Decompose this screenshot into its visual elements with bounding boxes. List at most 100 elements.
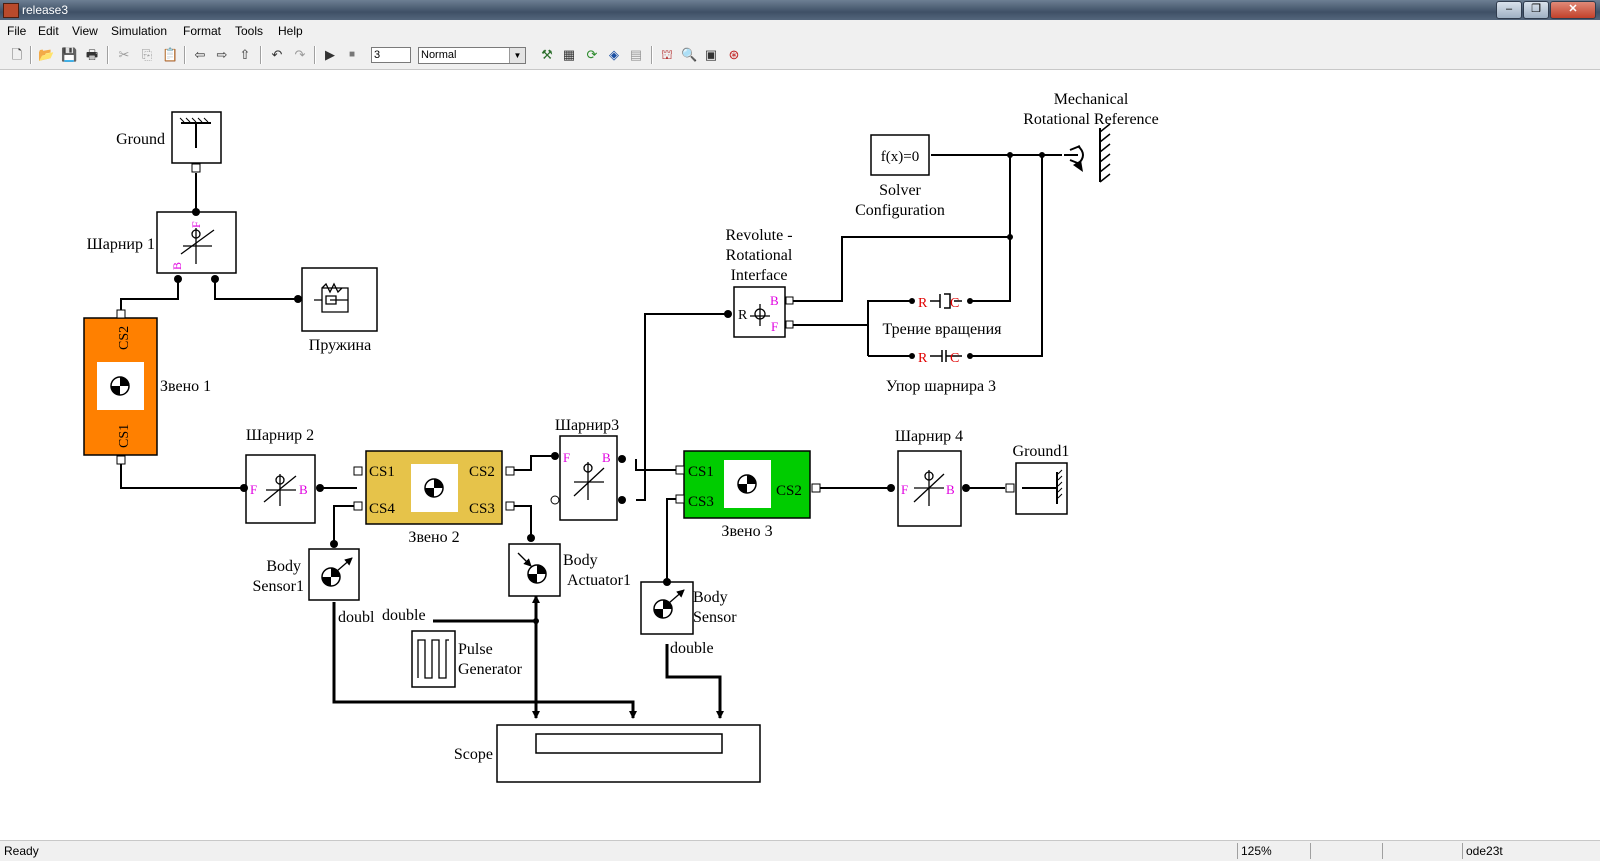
body-sensor-label-line1: Body [693, 589, 728, 606]
revolute-label-line3: Interface [731, 267, 788, 284]
hinge1-port-b: B [170, 262, 184, 270]
hard-stop-label: Упор шарнира 3 [886, 378, 996, 395]
mech-rotational-reference-block[interactable] [1064, 123, 1111, 183]
cut-icon[interactable]: ✂ [118, 47, 130, 62]
menu-edit[interactable]: Edit [38, 24, 59, 38]
solver-name: ode23t [1462, 843, 1596, 859]
hinge1-block[interactable] [156, 208, 237, 283]
scope-block[interactable] [496, 724, 761, 783]
body-sensor-block[interactable] [640, 578, 694, 635]
friction-port-c: C [950, 296, 959, 311]
link3-port-cs2: CS2 [776, 483, 802, 499]
signal-double-b: double [382, 607, 426, 624]
menu-help[interactable]: Help [278, 24, 303, 38]
model-canvas[interactable]: Ground Шарнир 1 B F Пружина CS2 CS1 Звен… [0, 70, 1600, 840]
close-button[interactable]: ✕ [1550, 1, 1596, 19]
hinge1-label: Шарнир 1 [87, 236, 155, 253]
link2-block[interactable] [353, 450, 515, 525]
link2-label: Звено 2 [408, 529, 459, 546]
back-arrow-icon[interactable]: ⇦ [194, 47, 206, 62]
body-actuator1-block[interactable] [508, 534, 561, 597]
revolute-port-b: B [770, 293, 779, 308]
minimize-button[interactable]: – [1496, 1, 1522, 19]
model-advisor-icon[interactable]: ▣ [704, 47, 718, 62]
hinge2-block[interactable] [240, 454, 324, 524]
menu-format[interactable]: Format [183, 24, 222, 38]
link3-port-cs3: CS3 [688, 494, 714, 510]
model-explorer-icon[interactable]: 🔍 [681, 47, 698, 62]
rotational-friction-block[interactable] [909, 293, 973, 310]
hinge1-port-f: F [189, 221, 203, 228]
signal-double-a: doubl [338, 609, 375, 626]
menu-tools[interactable]: Tools [235, 24, 264, 38]
link3-block[interactable] [675, 450, 821, 519]
undo-icon[interactable]: ↶ [271, 47, 283, 62]
revolute-rotational-interface-block[interactable] [724, 286, 794, 338]
ground1-block[interactable] [1005, 462, 1068, 515]
pulse-generator-block[interactable] [411, 630, 456, 688]
hinge3-label: Шарнир3 [555, 417, 619, 434]
simulation-mode-select[interactable]: Normal ▼ [418, 47, 526, 64]
revolute-label-line2: Rotational [726, 247, 793, 264]
toolbar-separator [314, 46, 316, 64]
menu-view[interactable]: View [72, 24, 98, 38]
redo-icon[interactable]: ↷ [294, 47, 306, 62]
menu-file[interactable]: File [7, 24, 27, 38]
hinge4-block[interactable] [887, 450, 970, 527]
chevron-down-icon[interactable]: ▼ [509, 48, 525, 63]
hinge4-port-f: F [901, 482, 908, 497]
open-folder-icon[interactable]: 📂 [38, 47, 55, 62]
help-target-icon[interactable]: ⊛ [728, 47, 740, 62]
hinge2-port-f: F [250, 482, 257, 497]
hinge3-block[interactable] [550, 435, 626, 521]
friction-port-r: R [918, 296, 928, 311]
friction-label: Трение вращения [882, 321, 1002, 338]
signal-lines [332, 595, 724, 719]
toolbar-separator [107, 46, 109, 64]
library-browser-icon[interactable]: ⛫ [661, 47, 673, 62]
paste-icon[interactable]: 📋 [162, 47, 179, 62]
spring-label: Пружина [309, 337, 371, 354]
forward-arrow-icon[interactable]: ⇨ [216, 47, 228, 62]
up-arrow-icon[interactable]: ⇧ [239, 47, 251, 62]
link2-port-cs3: CS3 [469, 501, 495, 517]
link3-port-cs1: CS1 [688, 464, 714, 480]
solver-configuration-block[interactable] [870, 134, 930, 176]
hinge3-hard-stop-block[interactable] [909, 348, 973, 364]
link1-block[interactable] [83, 309, 158, 465]
pulse-generator-label-line2: Generator [458, 661, 523, 678]
status-cell-empty-2 [1382, 843, 1462, 859]
print-icon[interactable]: 🖶 [85, 47, 99, 62]
revolute-port-r: R [738, 308, 748, 323]
new-file-icon[interactable]: 🗋 [11, 47, 23, 62]
link2-port-cs2: CS2 [469, 464, 495, 480]
save-icon[interactable]: 💾 [61, 47, 78, 62]
toolbar-separator [651, 46, 653, 64]
stop-time-input[interactable]: 3 [371, 47, 411, 63]
stop-icon[interactable]: ■ [348, 49, 356, 60]
hard-stop-port-r: R [918, 351, 928, 366]
spring-block[interactable] [294, 267, 378, 332]
toolbar: 🗋 📂 💾 🖶 ✂ ⎘ 📋 ⇦ ⇨ ⇧ ↶ ↷ ▶ ■ ⚒ ▦ ⟳ ◈ ▤ ⛫ … [0, 41, 1600, 70]
maximize-button[interactable]: ❐ [1523, 1, 1549, 19]
toolbar-separator [184, 46, 186, 64]
debug-icon[interactable]: ◈ [609, 47, 619, 62]
copy-icon[interactable]: ⎘ [141, 47, 153, 62]
ground-block[interactable] [171, 111, 222, 173]
play-icon[interactable]: ▶ [325, 47, 335, 62]
menu-simulation[interactable]: Simulation [111, 24, 168, 38]
hinge3-port-b: B [602, 450, 611, 465]
update-diagram-icon[interactable]: ▦ [562, 47, 576, 62]
body-sensor1-block[interactable] [308, 540, 360, 601]
solver-label-line2: Configuration [855, 202, 945, 219]
refresh-icon[interactable]: ⟳ [586, 47, 598, 62]
link1-port-cs2: CS2 [117, 326, 132, 350]
status-text: Ready [4, 844, 39, 858]
app-icon [3, 3, 19, 18]
body-sensor-label-line2: Sensor [693, 609, 737, 626]
status-cell-empty-1 [1310, 843, 1382, 859]
subsystem-icon[interactable]: ▤ [629, 47, 643, 62]
link2-port-cs4: CS4 [369, 501, 395, 517]
window-titlebar: release3 – ❐ ✕ [0, 0, 1600, 20]
build-icon[interactable]: ⚒ [541, 47, 553, 62]
